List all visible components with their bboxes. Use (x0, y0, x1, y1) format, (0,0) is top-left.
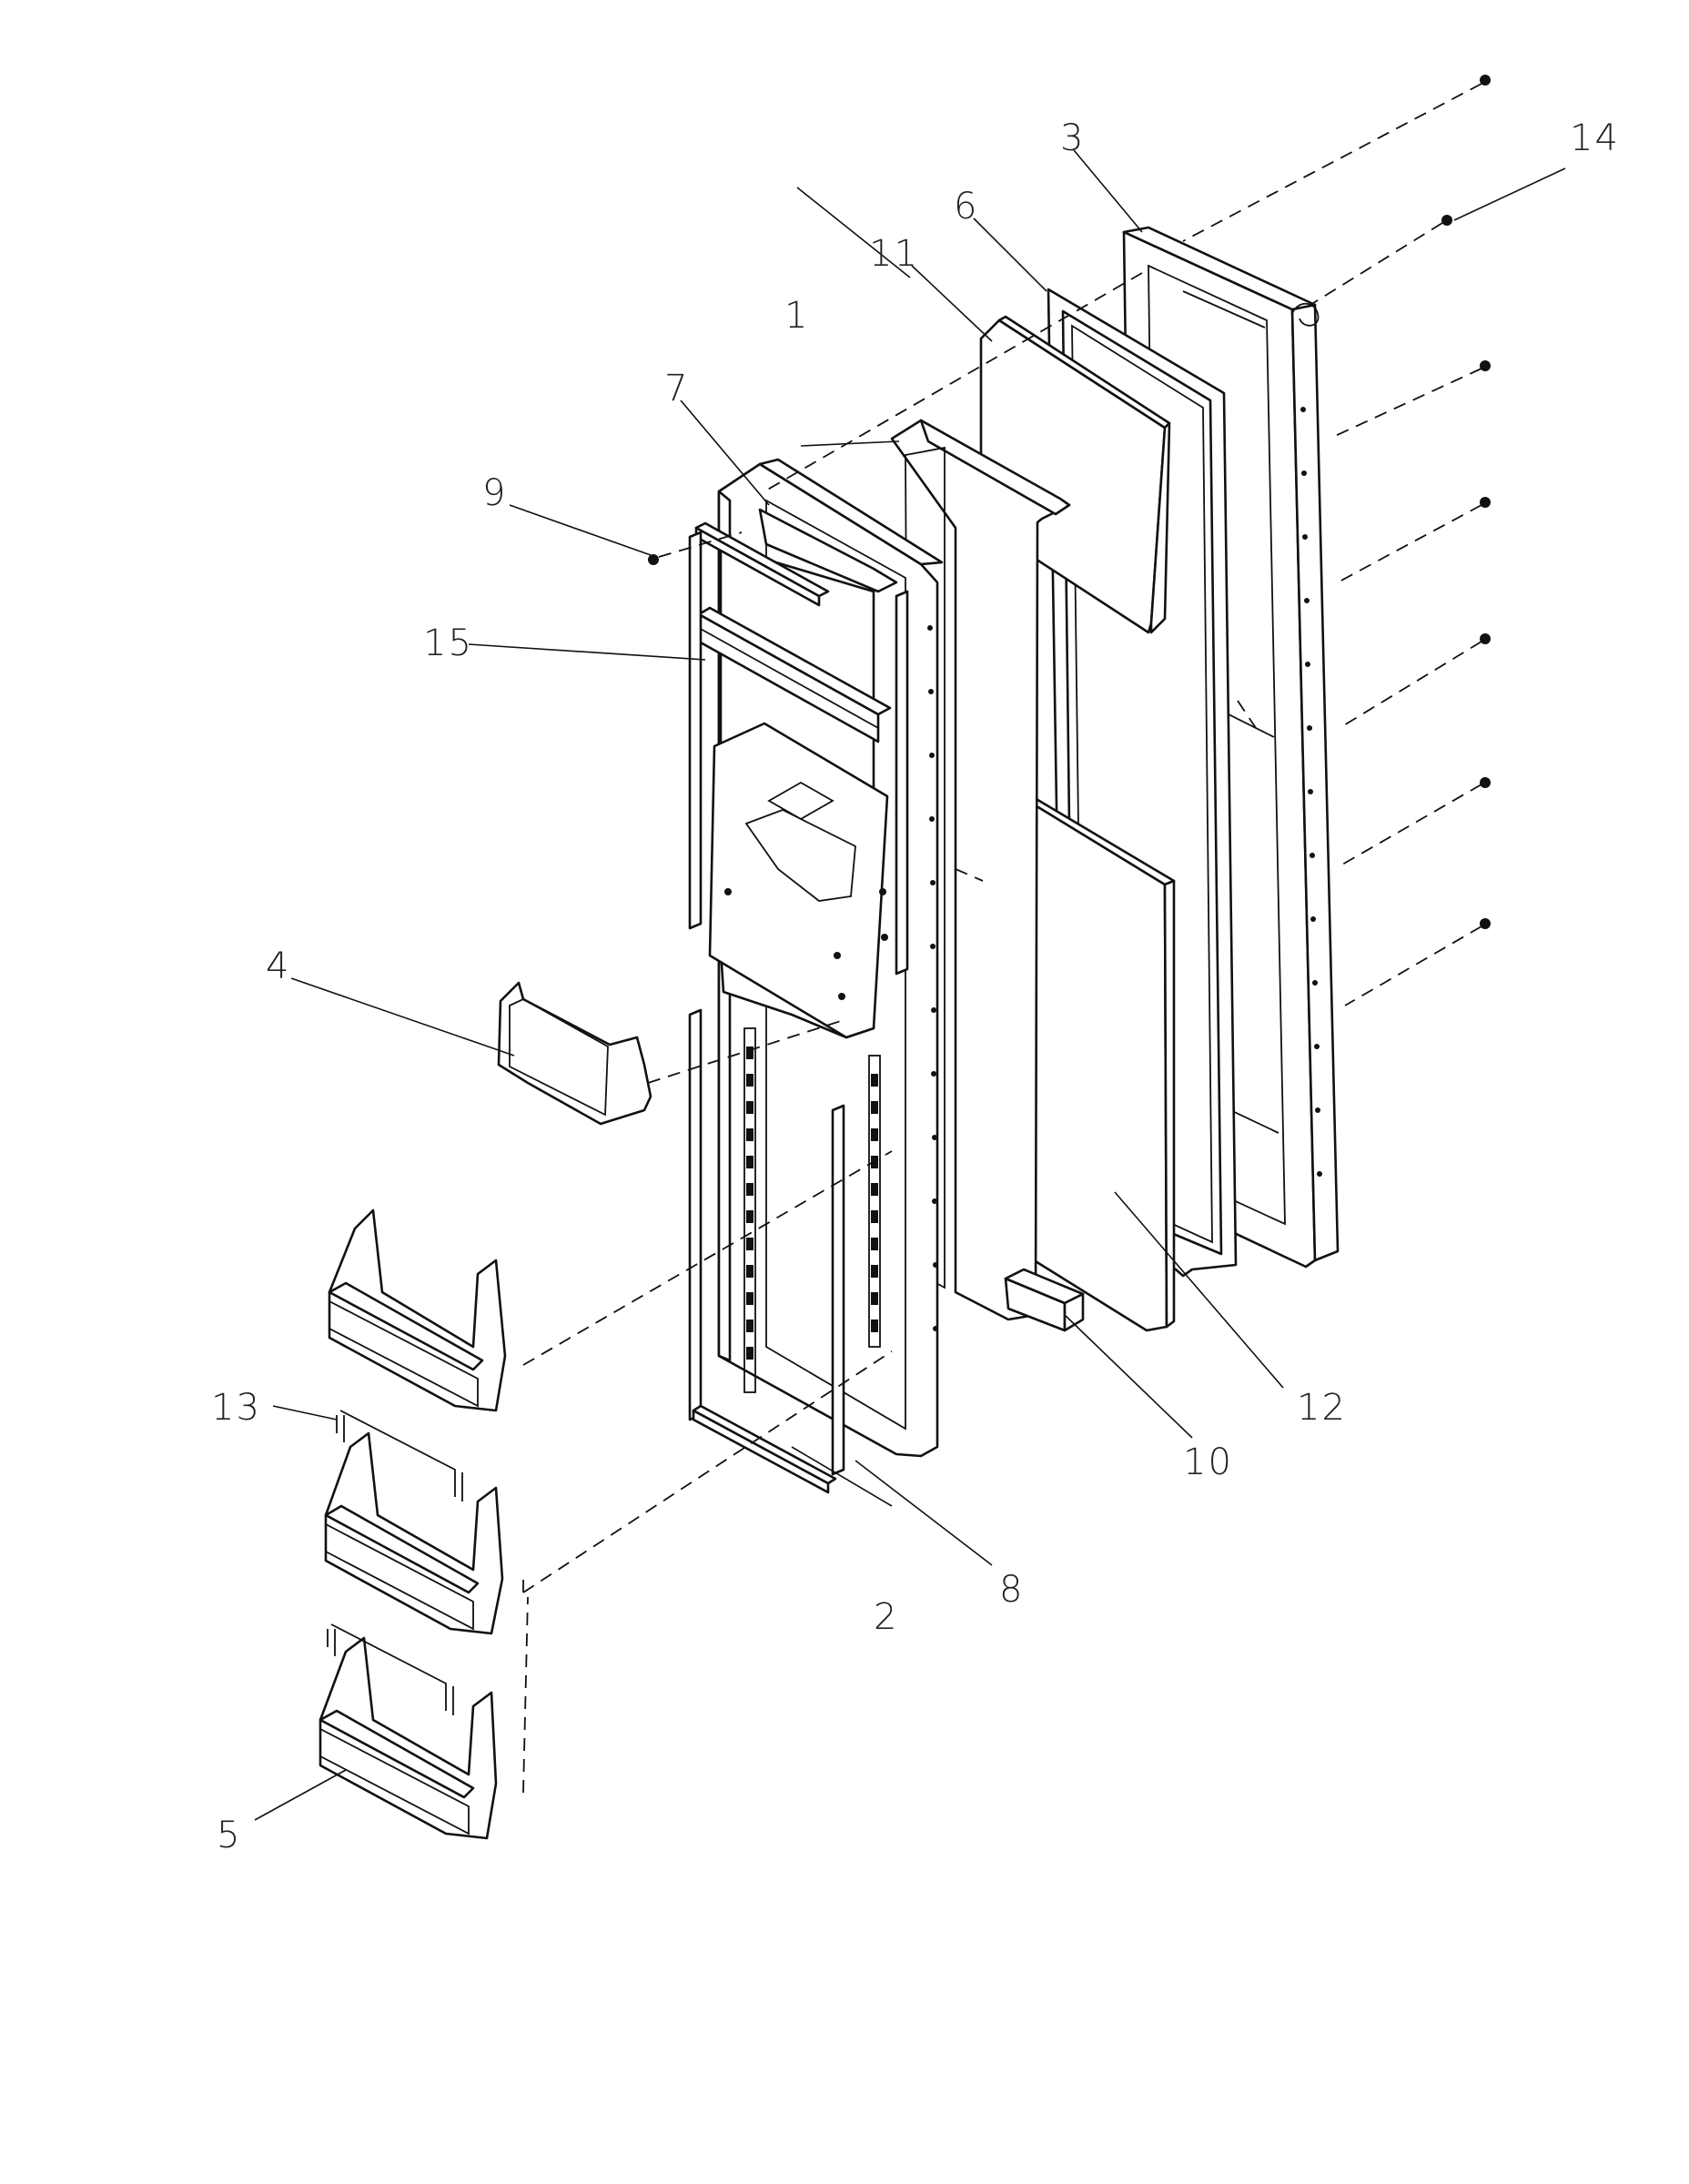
label-8: 8 (999, 1569, 1024, 1611)
label-9: 9 (482, 472, 507, 514)
door-bin-middle (324, 1431, 504, 1635)
label-15: 15 (423, 622, 473, 664)
screw-icons (648, 75, 1491, 929)
label-12: 12 (1297, 1387, 1347, 1429)
screw-icon (1480, 918, 1491, 929)
label-14: 14 (1570, 117, 1620, 159)
screw-icon (648, 554, 659, 565)
label-4: 4 (266, 945, 290, 987)
label-1: 1 (784, 295, 809, 337)
part-3-rail-holes (1300, 407, 1322, 1177)
part-13-bin-retainer (327, 1410, 463, 1715)
label-2: 2 (874, 1596, 898, 1638)
label-6: 6 (954, 186, 978, 228)
label-11: 11 (869, 233, 919, 275)
alignment-lines (522, 83, 1482, 1794)
label-3: 3 (1060, 117, 1085, 159)
screw-icon (1480, 777, 1491, 788)
screw-icon (1480, 633, 1491, 644)
wire-harness-icon (1291, 302, 1320, 327)
screw-icon (1441, 215, 1452, 226)
screw-icon (1480, 75, 1491, 86)
door-bin-upper (328, 1208, 507, 1412)
part-10-breaker-strip (1004, 1268, 1085, 1332)
door-bin-lower (319, 1636, 498, 1840)
label-5: 5 (217, 1815, 241, 1856)
leader-lines (254, 149, 1566, 1821)
part-2-bottom-rail (692, 1404, 837, 1494)
part-7-frame-holes (927, 625, 938, 1331)
callout-labels: 1 2 3 4 5 6 7 8 9 10 11 12 13 14 15 (211, 117, 1620, 1856)
label-7: 7 (664, 368, 689, 410)
screw-icon (1480, 360, 1491, 371)
label-10: 10 (1183, 1441, 1233, 1483)
part-11-upper-insulation (979, 315, 1171, 634)
part-4-dispenser-trim (497, 981, 652, 1126)
screw-icon (1480, 497, 1491, 508)
label-13: 13 (211, 1387, 261, 1429)
